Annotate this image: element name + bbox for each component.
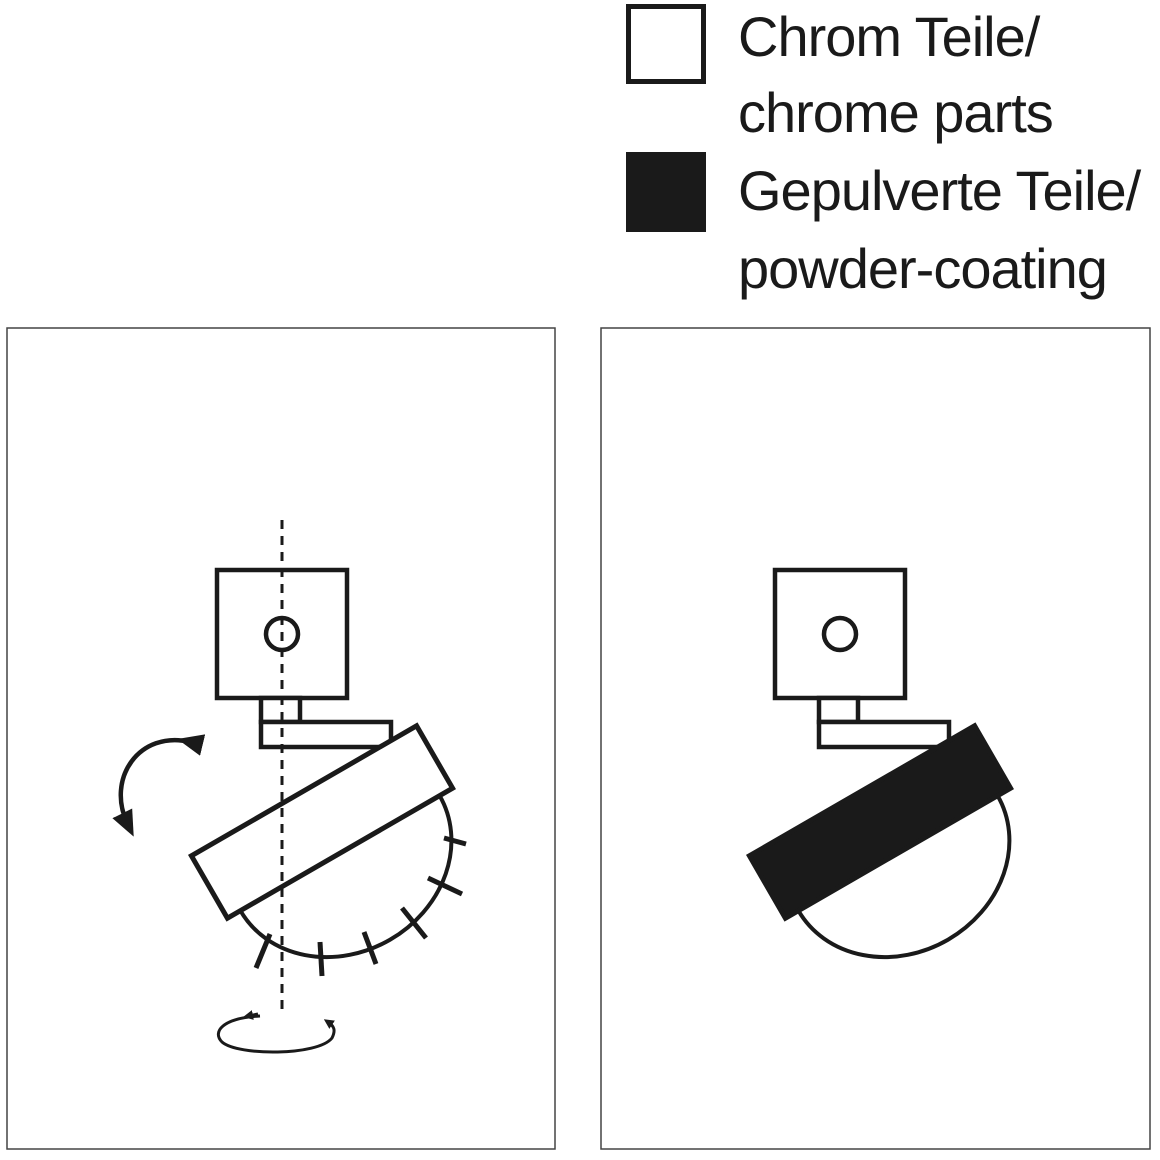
mount-hole-right [821, 615, 859, 653]
legend-swatch-powder [626, 152, 706, 232]
light-rays [253, 835, 467, 977]
mount-box-right [772, 567, 908, 701]
stem-right [816, 695, 861, 725]
lamp-head-chrome [188, 722, 456, 922]
panel-frame-right [600, 327, 1151, 1150]
rotation-arrow-icon [216, 1010, 336, 1054]
legend-label-chrome-en: chrome parts [738, 81, 1054, 144]
legend-label-powder-en: powder-coating [738, 237, 1108, 300]
arm-right [816, 719, 952, 750]
panel-frame-left [6, 327, 556, 1150]
legend-swatch-chrome [626, 4, 706, 84]
legend-label-powder-de: Gepulverte Teile/ [738, 159, 1141, 222]
panel-powder-spotlight [600, 327, 1151, 1150]
panel-chrome-spotlight [6, 327, 556, 1150]
legend-label-chrome-de: Chrom Teile/ [738, 5, 1040, 68]
lamp-head-powder [746, 722, 1014, 922]
tilt-arrow-icon [112, 734, 206, 837]
reflector-right [796, 794, 1012, 960]
